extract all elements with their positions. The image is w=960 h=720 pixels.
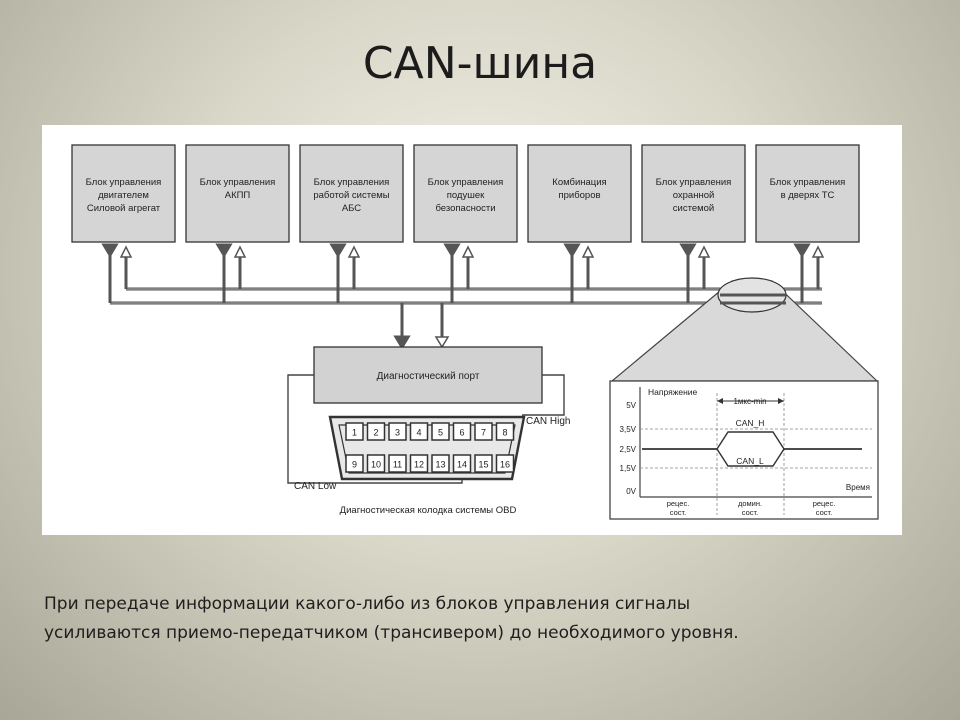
slide-title: CAN-шина <box>362 38 598 89</box>
ecu-2-line-0: Блок управления <box>314 177 390 188</box>
pin-label-4: 4 <box>416 428 421 438</box>
pin-3 <box>388 422 407 441</box>
pin-label-7: 7 <box>481 428 486 438</box>
ecu-3-line-2: безопасности <box>435 203 495 214</box>
ecu-bus-connections <box>101 243 820 303</box>
ecu-4-line-1: приборов <box>558 190 600 201</box>
connector-pins-bottom: 9 10 11 12 13 14 15 16 <box>345 454 515 473</box>
pin-7 <box>474 422 493 441</box>
pin-9 <box>345 454 364 473</box>
ecu-2-line-2: АБС <box>342 203 361 214</box>
voltage-tick-2-5v: 2,5V <box>620 445 637 454</box>
time-span-label: 1мкс-min <box>733 397 766 406</box>
can-bus-diagram: Блок управления двигателем Силовой агрег… <box>42 125 902 535</box>
state-0-line-0: рецес. <box>667 499 690 508</box>
pin-1 <box>345 422 364 441</box>
voltage-axis-label: Напряжение <box>648 387 698 397</box>
ecu-1-line-1: АКПП <box>225 190 251 201</box>
connector-caption: Диагностическая колодка системы OBD <box>340 505 517 516</box>
bus-magnifier <box>610 277 879 382</box>
pin-4 <box>409 422 429 441</box>
pin-label-8: 8 <box>502 428 507 438</box>
pin-6 <box>452 422 472 441</box>
caption: При передаче информации какого-либо из б… <box>44 590 924 648</box>
pin-label-14: 14 <box>457 460 467 470</box>
ecu-0-line-2: Силовой агрегат <box>87 203 161 214</box>
caption-line-1: При передаче информации какого-либо из б… <box>44 594 691 614</box>
ecu-5-line-0: Блок управления <box>656 177 732 188</box>
ecu-0: Блок управления двигателем Силовой агрег… <box>71 144 176 243</box>
can-high-label: CAN High <box>526 416 570 427</box>
ecu-5: Блок управления охранной системой <box>641 144 746 243</box>
pin-11 <box>388 454 407 473</box>
voltage-tick-5v: 5V <box>626 401 636 410</box>
pin-label-12: 12 <box>414 460 424 470</box>
ecu-1: Блок управления АКПП <box>185 144 290 243</box>
pin-label-11: 11 <box>393 460 402 470</box>
pin-label-3: 3 <box>395 428 400 438</box>
pin-label-6: 6 <box>459 428 464 438</box>
diagnostic-port-label: Диагностический порт <box>377 371 480 382</box>
ecu-6: Блок управления в дверях ТС <box>755 144 860 243</box>
ecu-2-line-1: работой системы <box>313 190 389 201</box>
can-low-label: CAN Low <box>294 481 337 492</box>
pin-15 <box>474 454 493 473</box>
state-2-line-0: рецес. <box>813 499 836 508</box>
voltage-tick-3-5v: 3,5V <box>620 425 637 434</box>
pin-5 <box>431 422 450 441</box>
ecu-0-line-1: двигателем <box>98 190 149 201</box>
time-axis-label: Время <box>846 483 870 492</box>
pin-14 <box>452 454 472 473</box>
can-h-label: CAN_H <box>736 418 765 428</box>
pin-label-10: 10 <box>371 460 381 470</box>
signal-graph: Напряжение 5V 3,5V 2,5V 1,5V 0V 1мкс-min… <box>609 380 879 520</box>
pin-label-13: 13 <box>435 460 445 470</box>
ecu-3-line-1: подушек <box>447 190 485 201</box>
pin-13 <box>431 454 450 473</box>
ecu-5-line-1: охранной <box>673 190 715 201</box>
pin-8 <box>495 422 515 441</box>
state-1-line-1: сост. <box>742 508 758 517</box>
voltage-tick-0v: 0V <box>626 487 636 496</box>
ecu-2: Блок управления работой системы АБС <box>299 144 404 243</box>
ecu-4: Комбинация приборов <box>527 144 632 243</box>
state-1-line-0: домин. <box>738 499 762 508</box>
ecu-6-line-0: Блок управления <box>770 177 846 188</box>
bus-to-port-link <box>393 303 444 350</box>
ecu-1-line-0: Блок управления <box>200 177 276 188</box>
state-2-line-1: сост. <box>816 508 832 517</box>
ecu-5-line-2: системой <box>673 203 714 214</box>
diagnostic-port: Диагностический порт <box>313 346 543 404</box>
connector-pins-top: 1 2 3 4 5 6 7 8 <box>345 422 515 441</box>
ecu-6-line-1: в дверях ТС <box>781 190 835 201</box>
ecu-3-line-0: Блок управления <box>428 177 504 188</box>
pin-12 <box>409 454 429 473</box>
ecu-4-line-0: Комбинация <box>552 177 606 188</box>
pin-label-2: 2 <box>373 428 378 438</box>
ecu-3: Блок управления подушек безопасности <box>413 144 518 243</box>
ecu-0-line-0: Блок управления <box>86 177 162 188</box>
pin-label-15: 15 <box>478 460 488 470</box>
state-0-line-1: сост. <box>670 508 686 517</box>
caption-line-2: усиливаются приемо-передатчиком (трансив… <box>44 623 739 643</box>
pin-label-9: 9 <box>352 460 357 470</box>
voltage-tick-1-5v: 1,5V <box>620 464 637 473</box>
can-l-label: CAN_L <box>736 456 764 466</box>
pin-label-1: 1 <box>352 428 357 438</box>
pin-label-5: 5 <box>438 428 443 438</box>
pin-10 <box>366 454 386 473</box>
pin-2 <box>366 422 386 441</box>
pin-16 <box>495 454 515 473</box>
pin-label-16: 16 <box>500 460 510 470</box>
